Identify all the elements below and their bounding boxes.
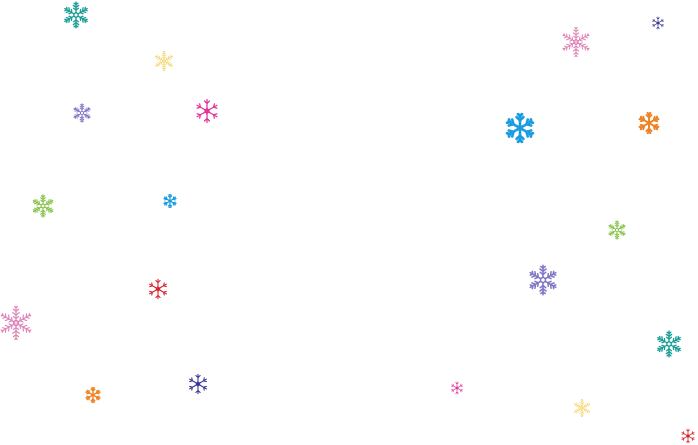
snowflake-icon-thin (154, 51, 174, 71)
snowflake-icon-bold (85, 386, 101, 404)
snowflake-icon-thin (561, 27, 591, 57)
snowflake-icon-bold (505, 112, 535, 144)
snowflake-icon-fern (31, 194, 55, 218)
snowflake-icon-fern (72, 103, 92, 123)
snowflake-icon-fern (62, 1, 90, 29)
snowflake-icon-bold (638, 111, 660, 135)
snowflake-icon-fern (607, 220, 627, 240)
snowflake-icon-star (194, 98, 220, 124)
snowflake-icon-star (187, 373, 209, 395)
snowflake-icon-star (147, 278, 169, 300)
snowflake-icon-fern (655, 330, 683, 358)
snowflake-icon-bold (163, 193, 177, 209)
snowflake-icon-fern (527, 264, 559, 296)
snowflake-icon-star (450, 381, 464, 395)
snowflake-icon-star (680, 428, 696, 444)
snowflake-icon-star (651, 16, 665, 30)
snowflake-icon-thin (0, 306, 33, 340)
snowflake-icon-thin (573, 399, 591, 417)
